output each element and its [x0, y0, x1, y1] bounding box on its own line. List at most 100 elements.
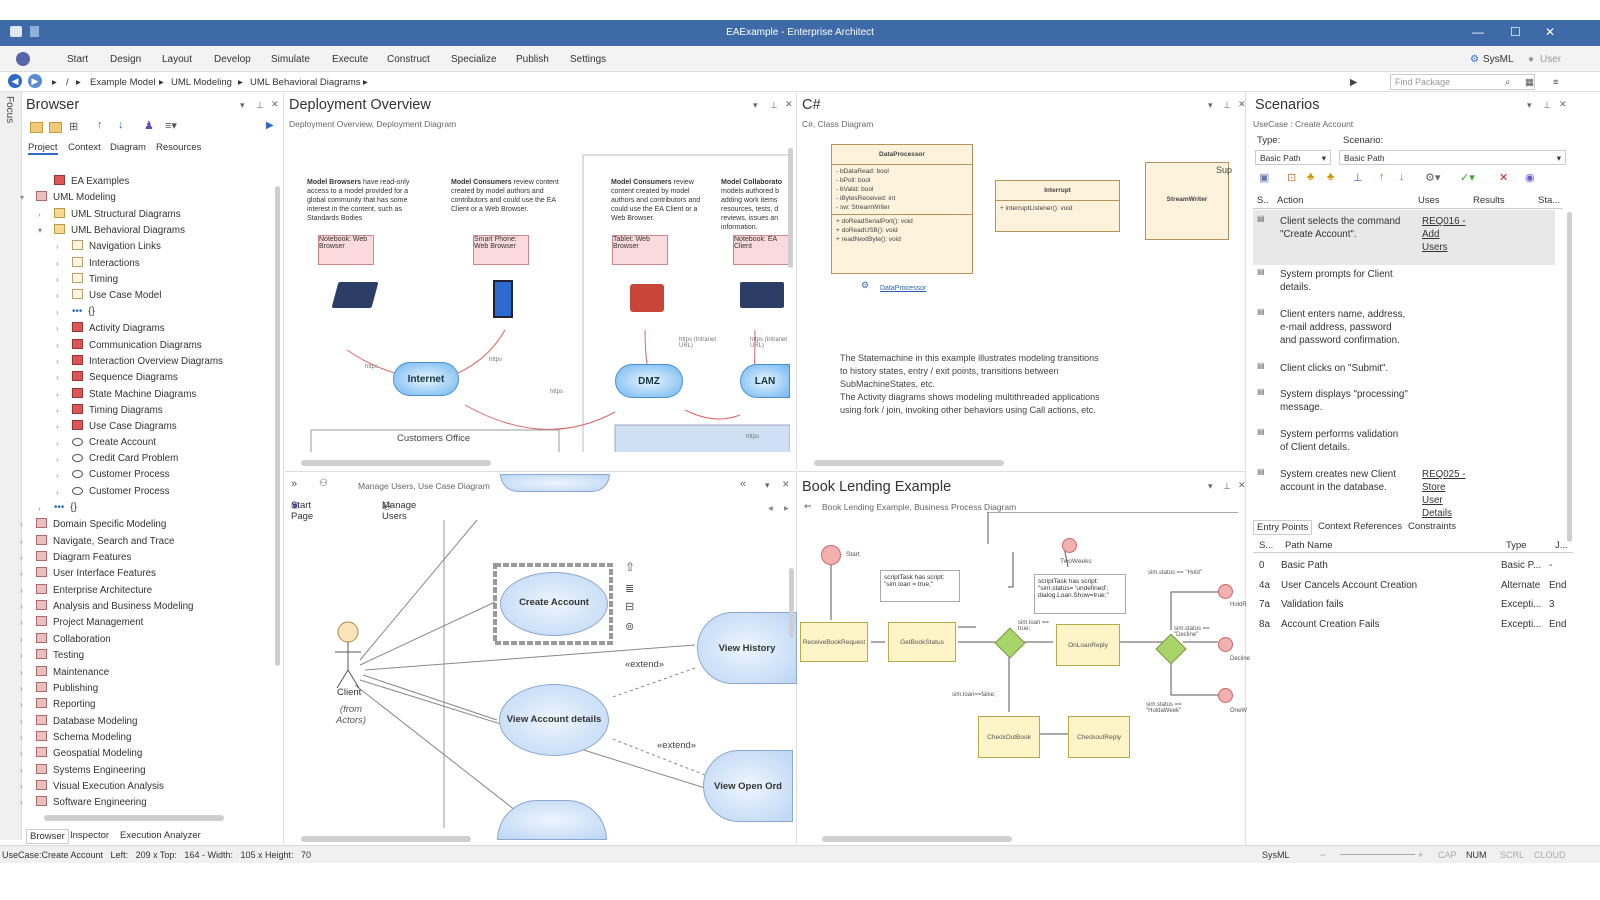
panel-dropdown-icon[interactable]: ▾ — [1208, 100, 1213, 110]
help-icon[interactable]: ◉ — [1525, 172, 1535, 184]
path-cell-name[interactable]: Validation fails — [1281, 599, 1344, 610]
tree-item[interactable]: ›Use Case Model — [56, 289, 161, 305]
customers-office-node[interactable] — [310, 429, 560, 452]
usecase-diagram[interactable] — [285, 520, 787, 828]
usecase-vscrollbar[interactable] — [789, 568, 794, 638]
path-cell-s[interactable]: 4a — [1259, 579, 1270, 591]
tree-item[interactable]: ›Timing Diagrams — [56, 403, 163, 420]
path-cell-j[interactable]: 3 — [1549, 599, 1555, 610]
expand-toggle-icon[interactable]: › — [20, 634, 23, 644]
expand-toggle-icon[interactable]: › — [56, 291, 59, 301]
event-one-week[interactable] — [1218, 688, 1233, 703]
minimize-icon[interactable]: — — [1472, 25, 1484, 39]
zoom-slider[interactable] — [1340, 854, 1415, 855]
quicklinker-list-icon[interactable]: ≣ — [625, 583, 635, 595]
tree-item[interactable]: ›Testing — [20, 649, 84, 665]
tab-diagram[interactable]: Diagram — [110, 142, 146, 153]
diagram-icon[interactable]: ⊞ — [69, 121, 79, 133]
path-cell-j[interactable]: End — [1549, 618, 1567, 630]
tree-item[interactable]: ›Visual Execution Analysis — [20, 779, 164, 796]
expand-toggle-icon[interactable]: › — [56, 307, 59, 317]
tree-item[interactable]: ›•••{} — [56, 306, 95, 322]
step-action[interactable]: System prompts for Client details. — [1280, 269, 1393, 293]
zoom-out-icon[interactable]: − — [1320, 850, 1326, 860]
tree-item[interactable]: ›Customer Process — [56, 486, 170, 502]
expand-toggle-icon[interactable]: › — [20, 700, 23, 710]
expand-toggle-icon[interactable]: › — [20, 569, 23, 579]
play-icon[interactable]: ▶ — [1350, 77, 1358, 88]
expand-toggle-icon[interactable]: › — [20, 520, 23, 530]
menu-settings[interactable]: Settings — [570, 54, 607, 65]
tree-item[interactable]: ›Create Account — [56, 437, 156, 453]
path-cell-s[interactable]: 0 — [1259, 560, 1265, 571]
col-step[interactable]: S.. — [1257, 195, 1269, 206]
tree-item[interactable]: ›Timing — [56, 273, 118, 289]
step-action[interactable]: Client selects the command "Create Accou… — [1280, 216, 1401, 240]
move-up-icon[interactable]: ↑ — [97, 119, 103, 131]
folder-icon[interactable] — [49, 122, 62, 133]
panel-dropdown-icon[interactable]: ▾ — [1527, 100, 1532, 110]
path-cell-name[interactable]: Basic Path — [1281, 560, 1328, 571]
tab-constraints[interactable]: Constraints — [1408, 521, 1457, 532]
tree-item[interactable]: ›Domain Specific Modeling — [20, 518, 166, 534]
pin-icon[interactable]: ⊥ — [770, 100, 778, 110]
panel-dropdown-icon[interactable]: ▾ — [753, 100, 758, 110]
focus-strip[interactable]: Focus — [0, 92, 22, 840]
deployment-diagram[interactable] — [285, 130, 790, 452]
usecase-view-history[interactable]: View History — [697, 612, 797, 684]
tab-entry-points[interactable]: Entry Points — [1253, 520, 1313, 535]
insert-icon[interactable]: ⊥ — [1353, 172, 1363, 184]
expand-toggle-icon[interactable]: › — [56, 405, 59, 415]
panel-close-icon[interactable]: ✕ — [271, 99, 279, 109]
tree-item[interactable]: ›Geospatial Modeling — [20, 747, 142, 763]
panel-close-icon[interactable]: ✕ — [782, 479, 790, 489]
tree-item[interactable]: ›Reporting — [20, 698, 95, 714]
event-hold[interactable] — [1218, 584, 1233, 599]
quicklinker-arrow-icon[interactable]: ⇧ — [625, 560, 636, 574]
activity-check-out-book[interactable]: CheckOutBook — [978, 716, 1040, 758]
close-icon[interactable]: ✕ — [1545, 25, 1556, 39]
device-notebook-ea[interactable]: Notebook: EA Client — [733, 235, 789, 265]
menu-execute[interactable]: Execute — [332, 54, 369, 65]
tree-item[interactable]: ›Collaboration — [20, 632, 111, 649]
tree-item[interactable]: ›Diagram Features — [20, 551, 131, 567]
tree-item[interactable]: ›Publishing — [20, 681, 98, 698]
expand-toggle-icon[interactable]: › — [20, 618, 23, 628]
tree-item[interactable]: ›Maintenance — [20, 665, 109, 682]
expand-toggle-icon[interactable]: › — [20, 667, 23, 677]
pin-icon[interactable]: ⊥ — [1223, 481, 1231, 491]
expand-toggle-icon[interactable]: › — [20, 732, 23, 742]
pin-icon[interactable]: ⇤ — [382, 501, 392, 513]
dataprocessor-link[interactable]: DataProcessor — [880, 285, 927, 292]
expand-toggle-icon[interactable]: › — [20, 651, 23, 661]
expand-toggle-icon[interactable]: › — [38, 504, 41, 513]
grid-icon[interactable]: ▦ — [1525, 77, 1534, 88]
tree-item[interactable]: ›Enterprise Architecture — [20, 583, 152, 600]
bpmn-hscrollbar[interactable] — [822, 836, 1012, 842]
tree-item[interactable]: ›User Interface Features — [20, 567, 156, 583]
new-package-icon[interactable] — [30, 122, 43, 133]
expand-toggle-icon[interactable]: › — [56, 422, 59, 432]
generate-icon[interactable]: ⊡ — [1287, 172, 1297, 184]
tree-item[interactable]: ›Communication Diagrams — [56, 338, 202, 355]
expand-toggle-icon[interactable]: › — [56, 275, 59, 285]
tab-context[interactable]: Context — [68, 142, 101, 153]
type-select[interactable]: Basic Path▾ — [1255, 150, 1331, 165]
expand-toggle-icon[interactable]: › — [20, 536, 23, 546]
path-cell-type[interactable]: Excepti... — [1501, 599, 1542, 610]
pin-icon[interactable]: ⊥ — [256, 100, 264, 110]
breadcrumb-uml-modeling[interactable]: UML Modeling — [171, 77, 232, 88]
col-state[interactable]: Sta... — [1538, 195, 1561, 206]
menu-construct[interactable]: Construct — [387, 54, 430, 65]
structure-icon[interactable]: ⚙▾ — [1425, 172, 1441, 184]
expand-toggle-icon[interactable]: › — [20, 749, 23, 759]
tree-item[interactable]: ›Project Management — [20, 616, 143, 632]
check-icon[interactable]: ✓▾ — [1460, 172, 1475, 184]
dmz-cloud[interactable]: DMZ — [615, 364, 683, 398]
path-cell-j[interactable]: End — [1549, 579, 1567, 591]
pin-icon[interactable]: ⊥ — [1543, 100, 1551, 110]
tree-item[interactable]: ›Analysis and Business Modeling — [20, 600, 194, 616]
activity-receive-book-request[interactable]: ReceiveBookRequest — [800, 622, 868, 662]
expand-toggle-icon[interactable]: › — [20, 585, 23, 595]
panel-dropdown-icon[interactable]: ▾ — [765, 480, 770, 490]
